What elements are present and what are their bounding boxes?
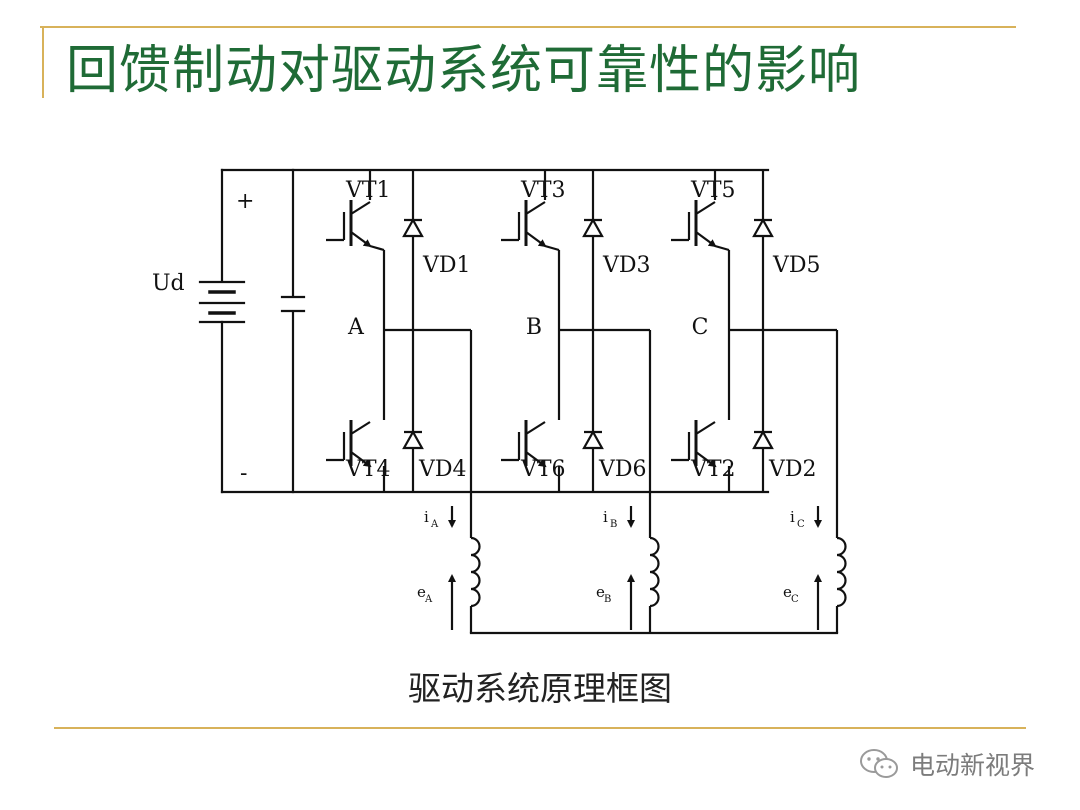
- lower-switch-label: VT2: [690, 457, 736, 482]
- upper-switch-label: VT3: [520, 178, 566, 203]
- current-label: i: [603, 508, 608, 526]
- lower-switch-label: VT6: [520, 457, 566, 482]
- lower-diode-label: VD4: [418, 457, 467, 482]
- emf-label: e: [417, 583, 426, 601]
- upper-switch-emitter-wire: [369, 244, 385, 252]
- lower-diode-icon: [752, 429, 774, 450]
- igbt-emitter: [695, 231, 717, 248]
- upper-diode-label: VD3: [602, 253, 651, 278]
- current-subscript-label: C: [797, 519, 805, 530]
- current-subscript-label: A: [430, 519, 439, 530]
- igbt-collector: [525, 421, 546, 435]
- current-label: i: [424, 508, 429, 526]
- inverter-legs: [326, 170, 847, 633]
- diagram-caption: 驱动系统原理框图: [408, 669, 672, 708]
- upper-diode-icon: [582, 217, 604, 238]
- diode-triangle: [402, 217, 424, 238]
- watermark: 电动新视界: [858, 744, 1035, 784]
- supply-voltage-label: Ud: [152, 271, 185, 296]
- upper-diode-icon: [402, 217, 424, 238]
- phase-winding-icon: [836, 536, 847, 608]
- igbt-collector: [695, 421, 716, 435]
- watermark-text: 电动新视界: [910, 751, 1036, 780]
- igbt-collector: [350, 201, 371, 215]
- emf-subscript-label: B: [604, 594, 611, 605]
- upper-diode-label: VD5: [772, 253, 821, 278]
- igbt-collector: [695, 201, 716, 215]
- upper-switch-label: VT1: [345, 178, 391, 203]
- igbt-emitter: [695, 451, 717, 468]
- lower-diode-icon: [582, 429, 604, 450]
- igbt-emitter: [525, 451, 547, 468]
- current-subscript-label: B: [610, 519, 617, 530]
- upper-switch-emitter-wire: [544, 244, 560, 252]
- diode-triangle: [752, 429, 774, 450]
- phase-node-label: A: [347, 315, 365, 340]
- emf-subscript-label: A: [424, 594, 433, 605]
- phase-winding-icon: [649, 536, 660, 608]
- igbt-collector: [525, 201, 546, 215]
- igbt-emitter: [525, 231, 547, 248]
- lower-diode-label: VD6: [598, 457, 647, 482]
- capacitor-icon: [280, 295, 306, 313]
- lower-igbt-icon: [326, 420, 372, 468]
- phase-leg-c: [671, 170, 847, 633]
- lower-igbt-icon: [501, 420, 547, 468]
- upper-diode-label: VD1: [422, 253, 471, 278]
- phase-leg-a: [326, 170, 481, 633]
- diode-triangle: [582, 429, 604, 450]
- title-top-rule: [40, 26, 1016, 28]
- title-left-rule: [42, 28, 44, 98]
- emf-subscript-label: C: [791, 594, 799, 605]
- lower-igbt-icon: [671, 420, 717, 468]
- lower-switch-label: VT4: [345, 457, 391, 482]
- supply-minus-label: -: [240, 461, 247, 486]
- chat-bubbles-icon: [860, 749, 898, 778]
- current-label: i: [790, 508, 795, 526]
- phase-node-label: B: [526, 315, 542, 340]
- igbt-emitter: [350, 231, 372, 248]
- upper-switch-emitter-wire: [714, 244, 730, 252]
- upper-switch-label: VT5: [690, 178, 736, 203]
- footer-rule: [54, 727, 1026, 729]
- upper-igbt-icon: [326, 200, 372, 248]
- upper-igbt-icon: [671, 200, 717, 248]
- phase-node-label: C: [692, 315, 709, 340]
- upper-diode-icon: [752, 217, 774, 238]
- emf-label: e: [783, 583, 792, 601]
- upper-igbt-icon: [501, 200, 547, 248]
- supply-plus-label: +: [236, 189, 254, 214]
- igbt-collector: [350, 421, 371, 435]
- diode-triangle: [752, 217, 774, 238]
- battery-icon: [198, 280, 246, 324]
- phase-leg-b: [501, 170, 660, 633]
- igbt-emitter: [350, 451, 372, 468]
- lower-diode-icon: [402, 429, 424, 450]
- slide-title: 回馈制动对驱动系统可靠性的影响: [66, 41, 862, 101]
- lower-diode-label: VD2: [768, 457, 817, 482]
- phase-winding-icon: [470, 536, 481, 608]
- diode-triangle: [402, 429, 424, 450]
- emf-label: e: [596, 583, 605, 601]
- diode-triangle: [582, 217, 604, 238]
